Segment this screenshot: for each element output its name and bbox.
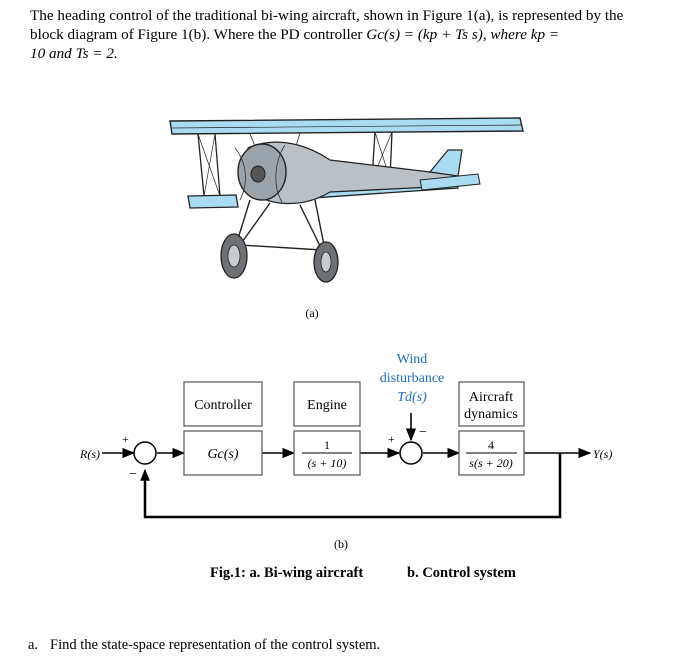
tail-plane bbox=[419, 173, 481, 191]
controller-title: Controller bbox=[194, 398, 252, 413]
aircraft-title-box bbox=[458, 381, 525, 427]
caption-control-system: b. Control system bbox=[407, 565, 516, 581]
summing-junction-2 bbox=[399, 441, 423, 465]
sum2-minus: − bbox=[419, 425, 427, 440]
controller-tf: Gc(s) bbox=[207, 447, 238, 462]
summing-junction-1 bbox=[133, 441, 157, 465]
intro-line-1: The heading control of the traditional b… bbox=[30, 7, 624, 24]
input-label: R(s) bbox=[79, 447, 100, 461]
bottom-wing bbox=[187, 194, 239, 209]
block-diagram: + − + − Controller Gc(s) Engine 1 (s + 1… bbox=[79, 352, 612, 519]
aircraft-title-1: Aircraft bbox=[469, 390, 513, 405]
engine-numerator: 1 bbox=[324, 438, 330, 452]
sum1-minus: − bbox=[129, 467, 137, 482]
aircraft-numerator: 4 bbox=[488, 438, 494, 452]
engine-denominator: (s + 10) bbox=[308, 456, 347, 470]
aircraft-denominator: s(s + 20) bbox=[469, 456, 512, 470]
question-number: a. bbox=[28, 637, 39, 653]
feedback-path bbox=[143, 453, 562, 519]
top-wing-edge bbox=[171, 124, 522, 129]
sum2-plus: + bbox=[388, 432, 395, 446]
controller-title-box bbox=[183, 381, 263, 427]
engine-title-box bbox=[293, 381, 361, 427]
engine-title: Engine bbox=[307, 398, 347, 413]
question-a: a. Find the state-space representation of… bbox=[28, 637, 380, 654]
problem-statement: The heading control of the traditional b… bbox=[30, 6, 670, 63]
output-label: Y(s) bbox=[593, 447, 612, 461]
intro-line-2: block diagram of Figure 1(b). Where the … bbox=[30, 25, 670, 44]
left-wheel-hub bbox=[227, 244, 241, 268]
engine-hub bbox=[250, 165, 266, 183]
gc-expression: Gc(s) = (kp + Ts s), where kp = bbox=[366, 26, 560, 43]
propeller bbox=[234, 144, 286, 203]
biplane-illustration bbox=[169, 117, 524, 283]
right-wheel-hub bbox=[320, 251, 332, 273]
aircraft-title-2: dynamics bbox=[464, 407, 518, 422]
disturbance-label-2: disturbance bbox=[380, 371, 445, 386]
question-text: Find the state-space representation of t… bbox=[50, 637, 381, 653]
intro-line-3: 10 and Ts = 2. bbox=[30, 44, 670, 63]
disturbance-label-1: Wind bbox=[397, 352, 428, 367]
intro-line-2-text: block diagram of Figure 1(b). Where the … bbox=[30, 26, 363, 43]
sum1-plus: + bbox=[122, 432, 129, 446]
caption-aircraft: Fig.1: a. Bi-wing aircraft bbox=[210, 565, 364, 581]
top-wing bbox=[169, 117, 524, 135]
tail-fin bbox=[428, 149, 463, 177]
controller-block bbox=[183, 430, 263, 476]
disturbance-symbol: Td(s) bbox=[397, 390, 427, 405]
figure-a-label: (a) bbox=[305, 306, 318, 320]
figure-b-label: (b) bbox=[334, 537, 348, 551]
landing-gear bbox=[235, 199, 326, 251]
parameter-values: 10 and Ts = 2. bbox=[30, 45, 118, 62]
